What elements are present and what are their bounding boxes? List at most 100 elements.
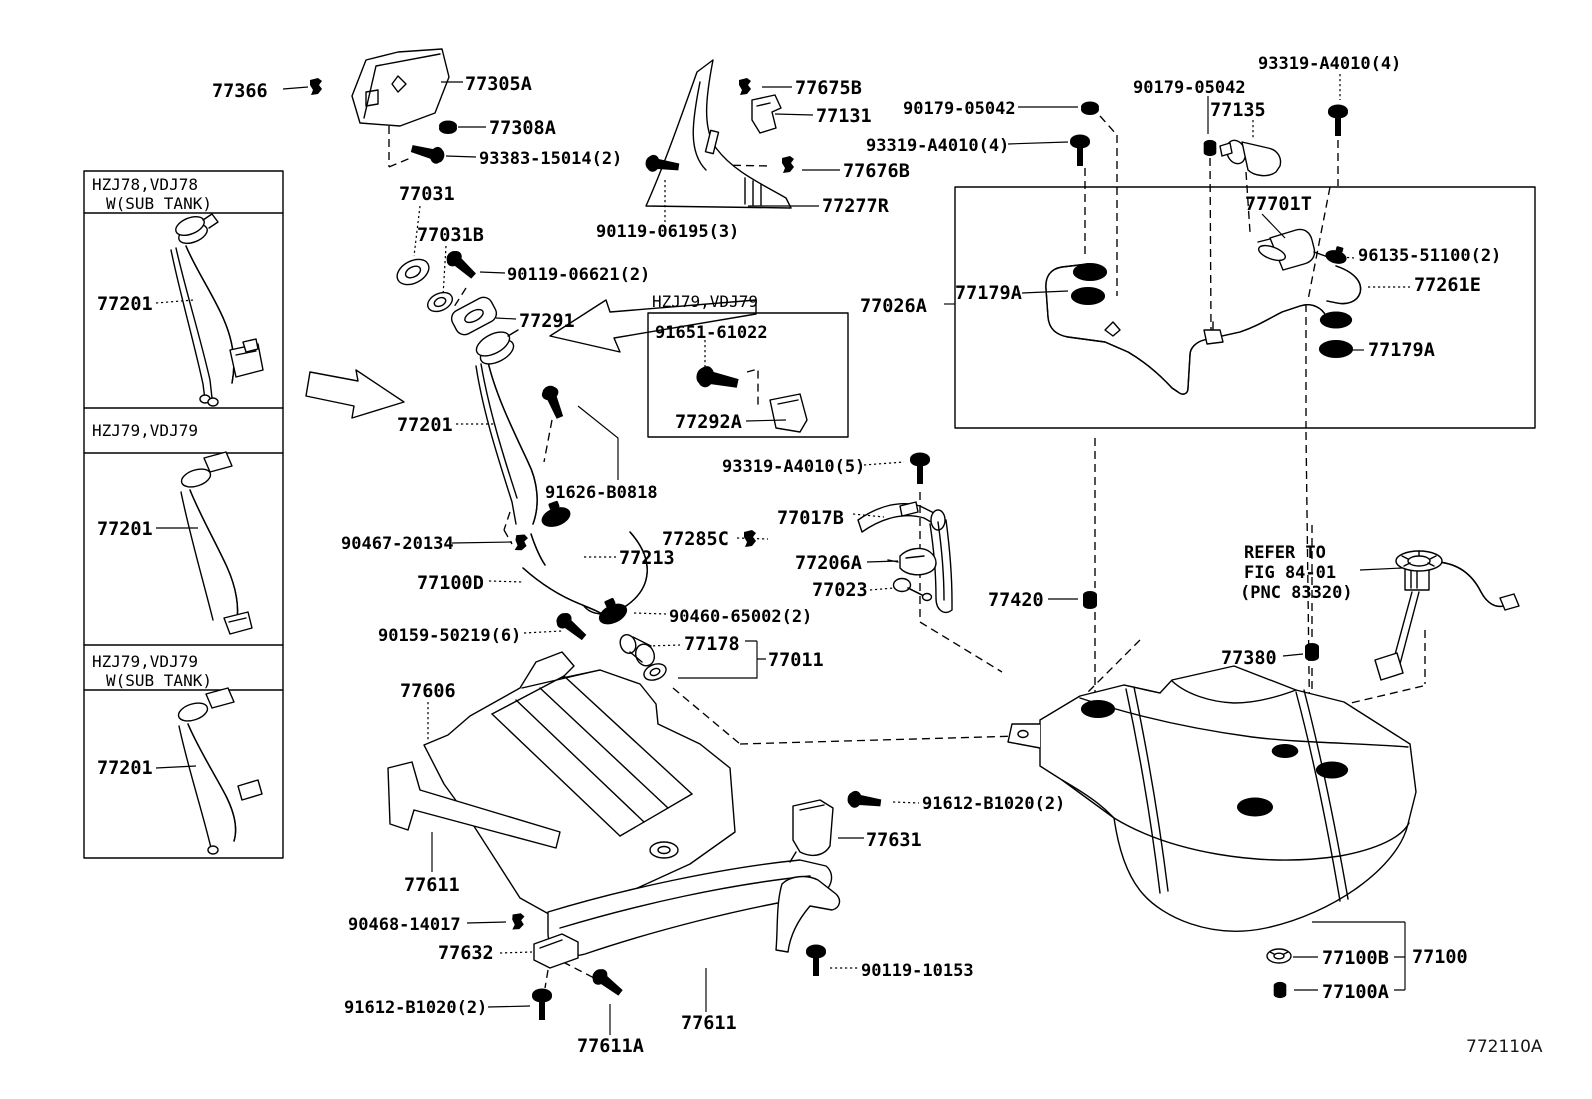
inset-part-77292A: 77292A [675, 412, 742, 433]
part-label-77179A-b: 77179A [1368, 340, 1435, 361]
bolt-91626 [539, 383, 568, 421]
part-label-77308A: 77308A [489, 118, 556, 139]
part-label-77201-main: 77201 [397, 415, 453, 436]
part-label-77100: 77100 [1412, 947, 1468, 968]
part-label-77291: 77291 [519, 311, 575, 332]
part-label-77632: 77632 [438, 943, 494, 964]
diagram-code: 772110A [1466, 1037, 1543, 1057]
part-label-77611A: 77611A [577, 1036, 644, 1057]
part-label-77131: 77131 [816, 106, 872, 127]
fuel-filler-hose-77213 [583, 531, 648, 615]
clip-77285C [744, 530, 756, 547]
grommet-90179-right [1203, 139, 1217, 157]
part-label-77178: 77178 [684, 634, 740, 655]
gasket-77100B [1266, 948, 1292, 964]
grommet-upper-right [1319, 311, 1353, 329]
part-label-77676B: 77676B [843, 161, 910, 182]
part-label-91612-b: 91612-B1020(2) [922, 794, 1065, 814]
box3-title-line1: HZJ79,VDJ79 [92, 652, 198, 671]
screw-93319-topright [1328, 104, 1348, 136]
fuel-filler-opening-lid [351, 48, 450, 127]
part-label-90119-06195: 90119-06195(3) [596, 222, 739, 242]
part-label-90468-14017: 90468-14017 [348, 915, 461, 935]
valve-77023 [892, 577, 933, 602]
part-label-93383-15014: 93383-15014(2) [479, 149, 622, 169]
part-label-77611-a: 77611 [404, 875, 460, 896]
tank-band-hanger [775, 875, 841, 953]
part-label-93319-A4010-b: 93319-A4010(4) [1258, 54, 1401, 74]
bracket-77632 [533, 933, 579, 969]
part-label-77011: 77011 [768, 650, 824, 671]
part-label-77611-b: 77611 [681, 1013, 737, 1034]
labels: 77366 77305A 77308A 93383-15014(2) 77031… [92, 54, 1543, 1057]
part-label-77213: 77213 [619, 548, 675, 569]
bolt-77611A [588, 965, 626, 1000]
bolt-90119-10153 [806, 944, 826, 976]
box3-title-line2: W(SUB TANK) [106, 671, 212, 690]
part-label-96135-51100: 96135-51100(2) [1358, 246, 1501, 266]
bolt-90119-06621 [443, 247, 480, 283]
box1-part-77201: 77201 [97, 294, 153, 315]
clip-77366 [310, 78, 322, 95]
clip-90468 [511, 912, 525, 931]
inset-part-91651: 91651-61022 [655, 323, 768, 343]
inset-box [647, 312, 849, 438]
part-label-77179A-a: 77179A [955, 283, 1022, 304]
note-line-2: FIG 84-01 [1244, 563, 1336, 583]
part-label-77100B: 77100B [1322, 948, 1389, 969]
ring-77031B [426, 291, 454, 313]
box2-part-77201: 77201 [97, 519, 153, 540]
hose-77261E [1326, 265, 1362, 305]
clamp-90460 [593, 594, 631, 629]
arrow-to-main-pipe [305, 369, 405, 419]
grommet-77100A [1273, 981, 1287, 999]
tank-protector-77606 [423, 651, 736, 919]
part-label-77100D: 77100D [417, 573, 484, 594]
grommet-77380 [1305, 643, 1319, 661]
grommet-77420 [1083, 591, 1097, 609]
nut-90179-left [1081, 101, 1099, 115]
filler-pipe-hzj78-drawing [170, 213, 264, 407]
part-label-77261E: 77261E [1414, 275, 1481, 296]
leader-lines [155, 81, 1406, 1035]
grommet-77179A-right [1318, 340, 1354, 358]
part-label-91612-a: 91612-B1020(2) [344, 998, 487, 1018]
part-label-77675B: 77675B [795, 78, 862, 99]
part-label-77017B: 77017B [777, 508, 844, 529]
box2-title-line1: HZJ79,VDJ79 [92, 421, 198, 440]
bolt-91612-left [532, 988, 552, 1020]
part-label-90159-50219: 90159-50219(6) [378, 626, 521, 646]
part-label-77285C: 77285C [662, 529, 729, 550]
fuel-inlet-pipe-77201 [475, 329, 546, 566]
inset-box-title: HZJ79,VDJ79 [652, 292, 758, 311]
part-label-77031: 77031 [399, 184, 455, 205]
part-label-91626-B0818: 91626-B0818 [545, 483, 658, 503]
box1-title-line2: W(SUB TANK) [106, 194, 212, 213]
part-label-77631: 77631 [866, 830, 922, 851]
filler-pipe-hzj79-subtank-drawing [177, 687, 263, 855]
part-label-77031B: 77031B [417, 225, 484, 246]
check-valve-77135 [1219, 139, 1282, 177]
protector-bracket-77611-left [387, 761, 561, 849]
box1-title-line1: HZJ78,VDJ78 [92, 175, 198, 194]
part-label-90467-20134: 90467-20134 [341, 534, 454, 554]
part-label-90460-65002: 90460-65002(2) [669, 607, 812, 627]
screw-93319-5 [910, 452, 930, 484]
part-label-77277R: 77277R [822, 196, 890, 217]
part-label-90119-10153: 90119-10153 [861, 961, 974, 981]
clamp-96135 [1323, 243, 1350, 267]
gasket-77291 [450, 296, 498, 336]
fuel-pipe-assy-box-77026A [954, 186, 1536, 429]
grommet-77179A-left-upper [1072, 263, 1108, 281]
part-label-90179-05042-a: 90179-05042 [903, 99, 1016, 119]
breather-hose-77100D [522, 567, 608, 618]
bolt-91651 [694, 364, 740, 394]
part-label-77023: 77023 [812, 580, 868, 601]
part-label-90179-05042-b: 90179-05042 [1133, 78, 1246, 98]
fuel-tank-drawing [1007, 665, 1417, 932]
note-line-1: REFER TO [1244, 543, 1326, 563]
shield-77277R [645, 59, 792, 209]
part-label-93319-A4010-a: 93319-A4010(4) [866, 136, 1009, 156]
nut-77308A [439, 120, 457, 134]
